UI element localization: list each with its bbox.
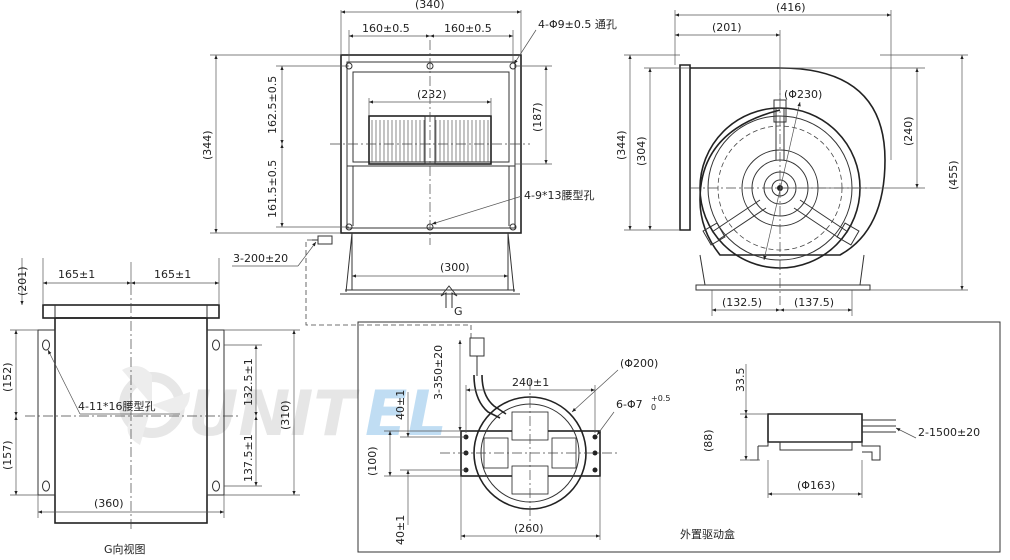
dim-side-base-right: (137.5) <box>794 296 834 309</box>
dim-box-dia-200: (Φ200) <box>620 357 658 370</box>
label-g-slot-spec: 4-11*16腰型孔 <box>78 399 155 413</box>
label-front-hole-spec: 4-Φ9±0.5 通孔 <box>538 18 617 31</box>
watermark: UNIT EL <box>119 366 447 450</box>
dim-side-base-left: (132.5) <box>722 296 762 309</box>
dim-g-half-right: 165±1 <box>154 268 191 281</box>
dim-box-vert-upper: 40±1 <box>394 390 407 420</box>
dim-box-side-88: (88) <box>702 429 715 452</box>
watermark-text-blue: EL <box>365 377 447 450</box>
dim-front-half-left: 160±0.5 <box>362 22 410 35</box>
dim-side-height-304: (304) <box>635 136 648 166</box>
dim-front-base-width: (300) <box>440 261 470 274</box>
label-front-slot-spec: 4-9*13腰型孔 <box>524 188 594 202</box>
caption-g-view: G向视图 <box>104 542 146 556</box>
dim-g-right-upper: 132.5±1 <box>242 358 255 406</box>
label-box-side-cable: 2-1500±20 <box>918 426 980 439</box>
caption-drive-box: 外置驱动盒 <box>680 527 735 541</box>
dim-g-lower: (157) <box>1 440 14 470</box>
dim-side-height-455: (455) <box>947 160 960 190</box>
dim-front-upper-half: 162.5±0.5 <box>266 76 279 134</box>
dim-g-top-offset: (201) <box>16 266 29 296</box>
dim-g-right-total: (310) <box>279 400 292 430</box>
drive-box-frame <box>357 321 1001 553</box>
dim-box-vert-mid: (100) <box>366 446 379 476</box>
front-view: (340) 160±0.5 160±0.5 4-Φ9±0.5 通孔 (232) … <box>201 0 617 338</box>
impeller-blades <box>371 120 489 162</box>
side-view: (416) (201) (Φ230) (304) (344) (240) (45… <box>615 1 968 316</box>
label-view-arrow: G <box>454 305 463 318</box>
dim-box-total-width: (260) <box>514 522 544 535</box>
dim-side-offset: (201) <box>712 21 742 34</box>
dim-g-bottom-width: (360) <box>94 497 124 510</box>
label-front-cable: 3-200±20 <box>233 252 288 265</box>
label-box-hole-tol-upper: +0.5 <box>651 394 670 403</box>
dim-g-upper: (152) <box>1 362 14 392</box>
dim-front-half-right: 160±0.5 <box>444 22 492 35</box>
label-box-cable-top: 3-350±20 <box>432 345 445 400</box>
dim-g-right-lower: 137.5±1 <box>242 434 255 482</box>
watermark-text-gray: UNIT <box>188 377 360 450</box>
dim-front-inner-height: (187) <box>531 102 544 132</box>
dim-side-height-344: (344) <box>615 130 628 160</box>
view-arrow-icon <box>440 285 458 308</box>
dim-front-overall-width: (340) <box>415 0 445 11</box>
dim-front-inner-width: (232) <box>417 88 447 101</box>
dim-side-height-240: (240) <box>902 116 915 146</box>
g-view: 165±1 165±1 (201) (152) (157) 4-11*16腰型孔… <box>1 258 300 556</box>
dim-box-vert-lower: 40±1 <box>394 515 407 545</box>
dim-box-side-height: 33.5 <box>734 368 747 393</box>
dim-side-impeller-dia: (Φ230) <box>784 88 822 101</box>
drive-box-section: 240±1 3-350±20 (Φ200) 6-Φ7 +0.5 0 40±1 (… <box>357 321 1001 553</box>
dim-g-half-left: 165±1 <box>58 268 95 281</box>
dim-front-overall-height: (344) <box>201 130 214 160</box>
dim-box-hole-spacing: 240±1 <box>512 376 549 389</box>
dim-front-lower-half: 161.5±0.5 <box>266 160 279 218</box>
dim-box-side-width: (Φ163) <box>797 479 835 492</box>
fan-logo-icon <box>119 366 190 445</box>
label-box-hole-spec: 6-Φ7 <box>616 398 643 411</box>
dim-side-overall-width: (416) <box>776 1 806 14</box>
label-box-hole-tol-lower: 0 <box>651 403 656 412</box>
